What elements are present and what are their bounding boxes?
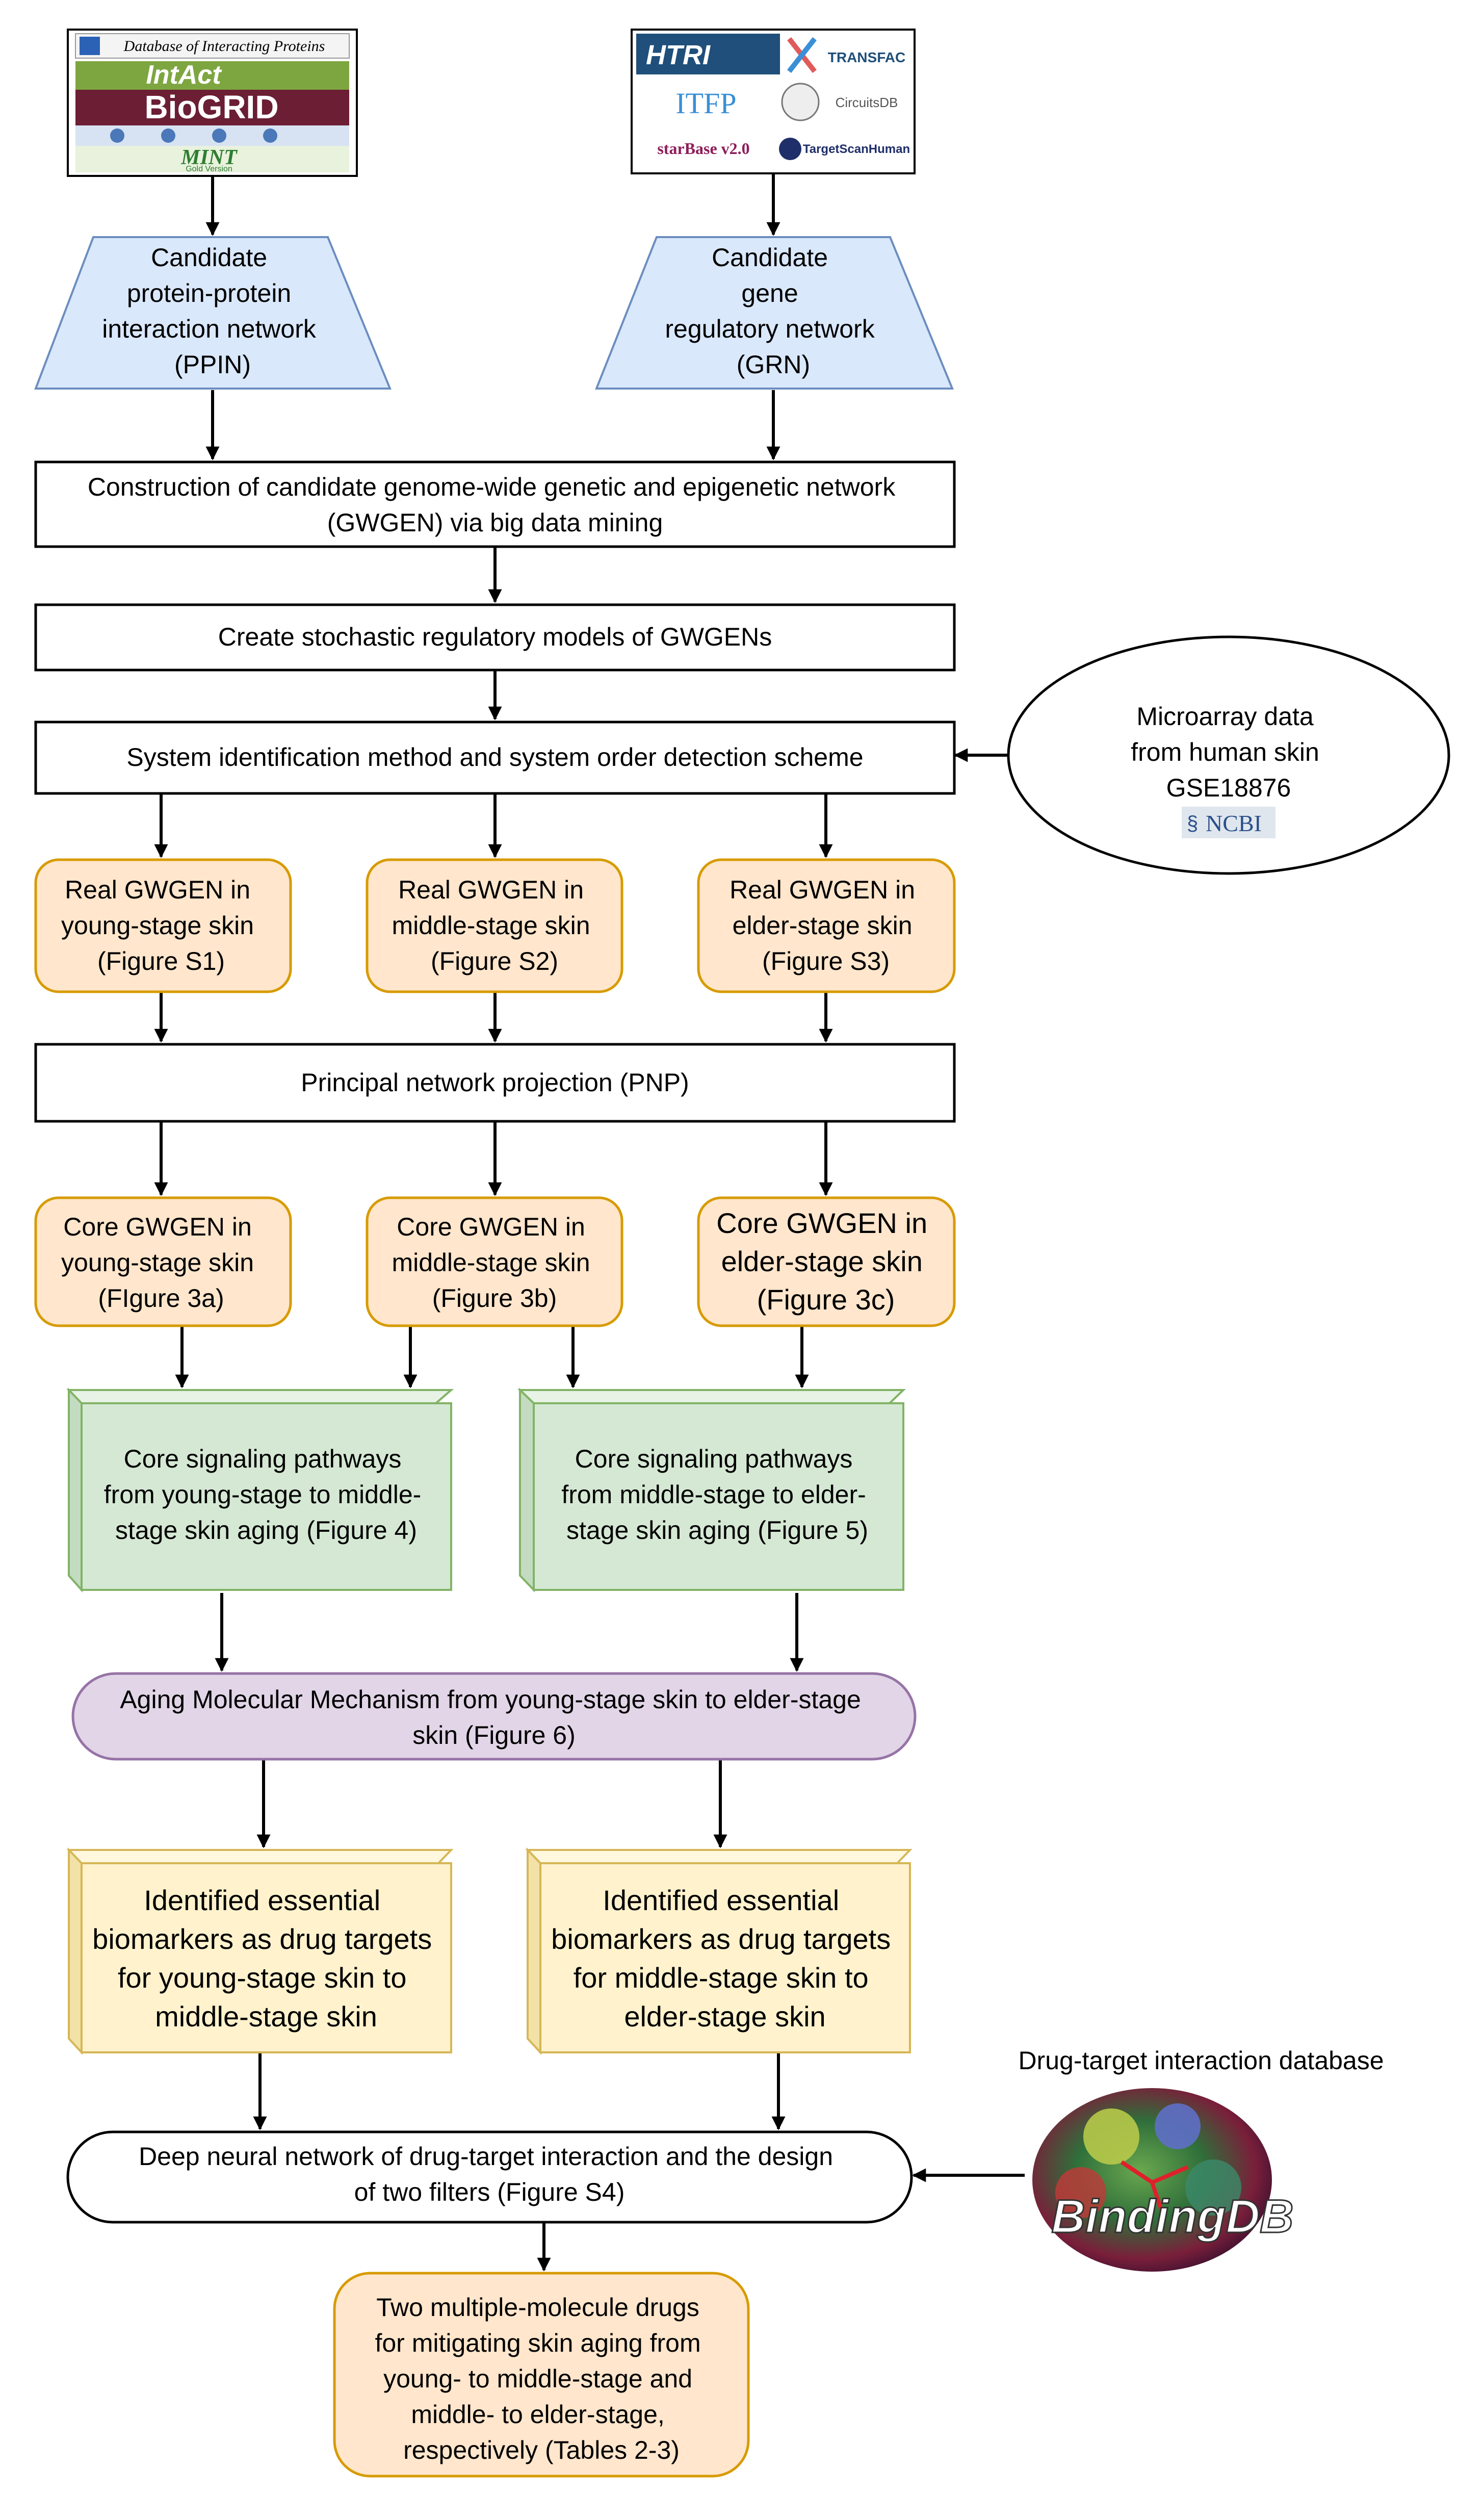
svg-text:Deep neural network of drug-ta: Deep neural network of drug-target inter… (139, 2142, 840, 2206)
svg-text:Identified essential bio: Identified essential biomarkers as drug … (92, 1884, 440, 2032)
dip-logo-text: Database of Interacting Proteins (123, 38, 325, 55)
targetscan-logo-text: TargetScanHuman (803, 142, 910, 156)
svg-text:Real GWGEN in middle-sta: Real GWGEN in middle-stage skin (Figure … (392, 876, 597, 975)
ncbi-logo-text: NCBI (1206, 810, 1262, 836)
svg-text:Two multiple-molecule drugs: Two multiple-molecule drugs for mitigati… (375, 2293, 708, 2464)
dna-icon: § (1187, 812, 1198, 835)
circuitsdb-seal-icon (781, 83, 820, 121)
gwgen-construction-node: Construction of candidate genome-wide ge… (34, 460, 956, 548)
core-gwgen-middle-node: Core GWGEN in middle-stage skin (Figure … (366, 1196, 623, 1327)
svg-text:Core signaling pathways: Core signaling pathways from young-stage… (104, 1445, 428, 1545)
grn-database-logos: HTRI TRANSFAC ITFP CircuitsDB starBase v… (631, 29, 916, 174)
ncbi-logo (1182, 807, 1275, 838)
svg-text:Core GWGEN in middle-sta: Core GWGEN in middle-stage skin (Figure … (392, 1213, 597, 1313)
intact-logo-text: IntAct (146, 60, 222, 90)
transfac-x-icon (787, 37, 817, 73)
htri-logo-text: HTRI (646, 40, 711, 70)
svg-text:Real GWGEN in young-stag: Real GWGEN in young-stage skin (Figure S… (61, 876, 261, 975)
real-gwgen-middle-node: Real GWGEN in middle-stage skin (Figure … (366, 858, 623, 993)
pathways-middle-elder-node: Core signaling pathways from middle-stag… (517, 1387, 906, 1592)
biogrid-logo-text: BioGRID (144, 89, 278, 125)
pathways-young-middle-node: Core signaling pathways from young-stage… (66, 1387, 454, 1593)
stochastic-models-label: Create stochastic regulatory models of G… (218, 623, 772, 651)
svg-text:Core signaling pathways: Core signaling pathways from middle-stag… (561, 1445, 873, 1545)
mint-logo-subtext: Gold Version (186, 165, 232, 173)
system-identification-label: System identification method and system … (126, 743, 863, 771)
microarray-node: Microarray data from human skin GSE18876… (1007, 635, 1450, 875)
biomarkers-middle-elder-node: Identified essential biomarkers as drug … (525, 1847, 913, 2055)
real-gwgen-elder-node: Real GWGEN in elder-stage skin (Figure S… (697, 858, 956, 993)
pnp-node: Principal network projection (PNP) (34, 1043, 956, 1123)
targetscan-icon (779, 138, 801, 160)
flow-edges (154, 173, 1025, 2272)
svg-text:Aging Molecular Mechanism from: Aging Molecular Mechanism from young-sta… (120, 1685, 868, 1749)
mint-logo-text: MINT (180, 146, 238, 169)
real-gwgen-young-node: Real GWGEN in young-stage skin (Figure S… (34, 858, 292, 993)
core-gwgen-elder-node: Core GWGEN in elder-stage skin (Figure 3… (697, 1196, 956, 1327)
bindingdb-logo-text: BindingDB (1051, 2191, 1293, 2243)
svg-text:Real GWGEN in elder-stag: Real GWGEN in elder-stage skin (Figure S… (730, 876, 922, 975)
transfac-logo-text: TRANSFAC (828, 49, 905, 65)
drugs-node: Two multiple-molecule drugs for mitigati… (333, 2272, 750, 2478)
svg-text:Principal network projection (: Principal network projection (PNP) (301, 1068, 689, 1097)
grn-node: Candidate gene regulatory network (GRN) (595, 236, 954, 390)
stochastic-models-node: Create stochastic regulatory models of G… (34, 603, 956, 672)
circuitsdb-logo-text: CircuitsDB (836, 95, 898, 110)
microarray-label: Microarray data from human skin GSE18876 (1131, 702, 1326, 802)
drug-db-caption: Drug-target interaction database (1018, 2046, 1384, 2075)
core-gwgen-young-node: Core GWGEN in young-stage skin (FIgure 3… (34, 1196, 292, 1327)
grn-label: Candidate gene regulatory network (GRN) (665, 243, 881, 379)
aging-mechanism-node: Aging Molecular Mechanism from young-sta… (71, 1672, 917, 1761)
ppin-node: Candidate protein-protein interaction ne… (34, 236, 392, 390)
svg-text:Identified essential bio: Identified essential biomarkers as drug … (551, 1884, 899, 2032)
ppin-label: Candidate protein-protein interaction ne… (102, 243, 323, 379)
itfp-logo-text: ITFP (675, 87, 736, 120)
svg-text:Core GWGEN in elder-stag: Core GWGEN in elder-stage skin (Figure 3… (716, 1207, 935, 1316)
gwgen-construction-label: Construction of candidate genome-wide ge… (88, 473, 902, 537)
system-identification-node: System identification method and system … (34, 721, 956, 795)
bindingdb-logo: BindingDB (1030, 2080, 1361, 2274)
svg-text:Core GWGEN in young-stag: Core GWGEN in young-stage skin (FIgure 3… (61, 1213, 261, 1313)
ppi-database-logos: Database of Interacting Proteins IntAct … (67, 29, 358, 177)
dnn-node: Deep neural network of drug-target inter… (66, 2130, 913, 2224)
starbase-logo-text: starBase v2.0 (657, 139, 749, 158)
biomarkers-young-middle-node: Identified essential biomarkers as drug … (66, 1847, 454, 2055)
